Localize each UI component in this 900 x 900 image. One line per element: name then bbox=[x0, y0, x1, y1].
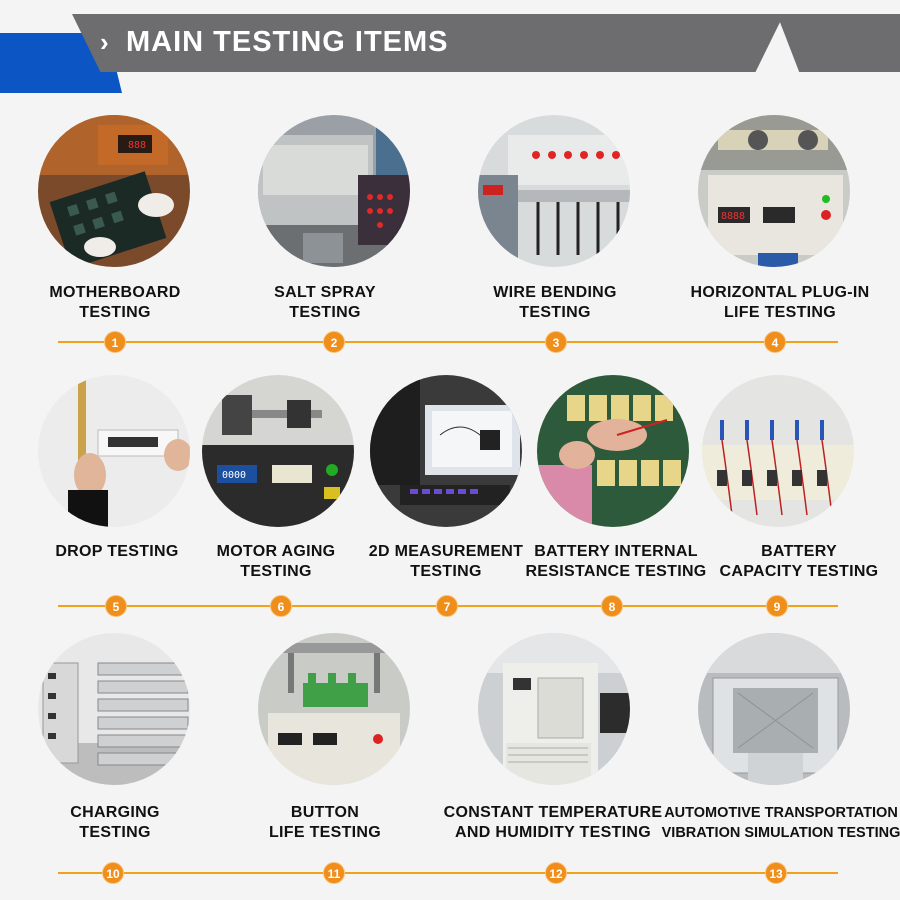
item-label: MOTHERBOARD TESTING bbox=[49, 284, 181, 321]
item-label: BATTERY CAPACITY TESTING bbox=[719, 543, 879, 580]
timeline-line bbox=[58, 341, 838, 343]
title-bar bbox=[72, 14, 784, 72]
chevron-right-icon: › bbox=[100, 27, 109, 57]
item-label: CONSTANT TEMPERATURE AND HUMIDITY TESTIN… bbox=[443, 804, 663, 841]
step-badge: 12 bbox=[545, 862, 567, 884]
photo-battery-internal-resistance-testing bbox=[537, 375, 689, 527]
photo-battery-capacity-testing bbox=[702, 375, 854, 527]
photo-horizontal-plug-in-testing: 8888 bbox=[698, 115, 850, 267]
step-badge: 4 bbox=[764, 331, 786, 353]
item-label: HORIZONTAL PLUG-IN LIFE TESTING bbox=[690, 284, 870, 321]
svg-text:0000: 0000 bbox=[222, 470, 246, 481]
photo-drop-testing bbox=[38, 375, 190, 527]
step-badge: 6 bbox=[270, 595, 292, 617]
step-badge: 11 bbox=[323, 862, 345, 884]
item-label: BATTERY INTERNAL RESISTANCE TESTING bbox=[525, 543, 707, 580]
photo-motor-aging-testing: 0000 bbox=[202, 375, 354, 527]
photo-charging-testing bbox=[38, 633, 190, 785]
page-title: MAIN TESTING ITEMS bbox=[126, 26, 449, 58]
item-label: CHARGING TESTING bbox=[70, 804, 160, 841]
step-badge: 9 bbox=[766, 595, 788, 617]
step-badge: 3 bbox=[545, 331, 567, 353]
photo-2d-measurement-testing bbox=[370, 375, 522, 527]
item-label: 2D MEASUREMENT TESTING bbox=[368, 543, 524, 580]
step-badge: 13 bbox=[765, 862, 787, 884]
photo-button-life-testing bbox=[258, 633, 410, 785]
item-label: AUTOMOTIVE TRANSPORTATION VIBRATION SIMU… bbox=[661, 805, 900, 841]
photo-constant-temperature-humidity-testing bbox=[478, 633, 630, 785]
item-label: WIRE BENDING TESTING bbox=[493, 284, 617, 321]
timeline-line bbox=[58, 872, 838, 874]
photo-vibration-simulation-testing bbox=[698, 633, 850, 785]
header-banner: › MAIN TESTING ITEMS bbox=[0, 0, 900, 95]
step-badge: 10 bbox=[102, 862, 124, 884]
item-label: BUTTON LIFE TESTING bbox=[268, 804, 382, 841]
photo-motherboard-testing: 888 bbox=[38, 115, 190, 267]
step-badge: 7 bbox=[436, 595, 458, 617]
step-badge: 8 bbox=[601, 595, 623, 617]
item-label: MOTOR AGING TESTING bbox=[216, 543, 336, 580]
title-bar-tail bbox=[776, 14, 900, 72]
step-badge: 1 bbox=[104, 331, 126, 353]
item-label: SALT SPRAY TESTING bbox=[274, 284, 376, 321]
svg-text:8888: 8888 bbox=[721, 211, 745, 222]
step-badge: 5 bbox=[105, 595, 127, 617]
step-badge: 2 bbox=[323, 331, 345, 353]
svg-text:888: 888 bbox=[128, 140, 146, 151]
item-label: DROP TESTING bbox=[55, 543, 179, 560]
photo-wire-bending-testing bbox=[478, 115, 630, 267]
photo-salt-spray-testing bbox=[258, 115, 410, 267]
